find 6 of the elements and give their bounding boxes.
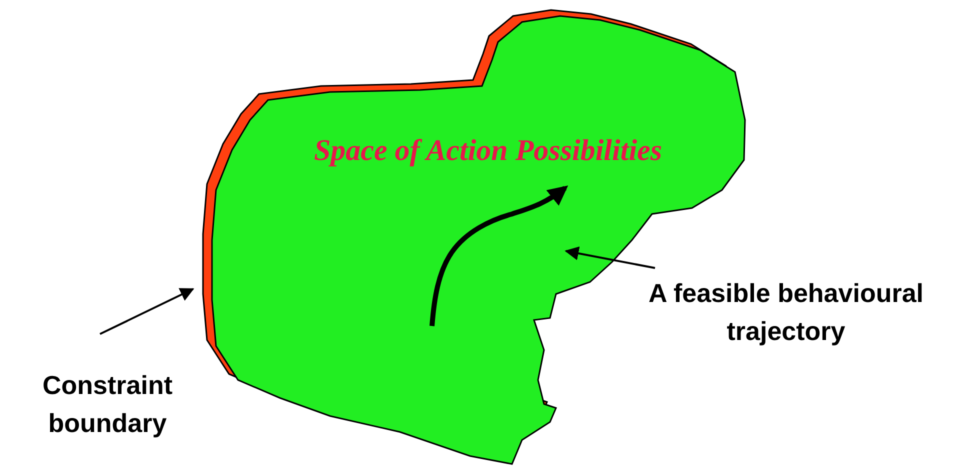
region-title: Space of Action Possibilities	[312, 134, 664, 168]
leader-arrow	[564, 246, 656, 269]
callout-label: A feasible behavioural trajectory	[647, 277, 925, 348]
callout-label: Constraint boundary	[42, 369, 174, 440]
leader-arrow	[100, 288, 194, 335]
trajectory-arrow	[430, 186, 568, 326]
